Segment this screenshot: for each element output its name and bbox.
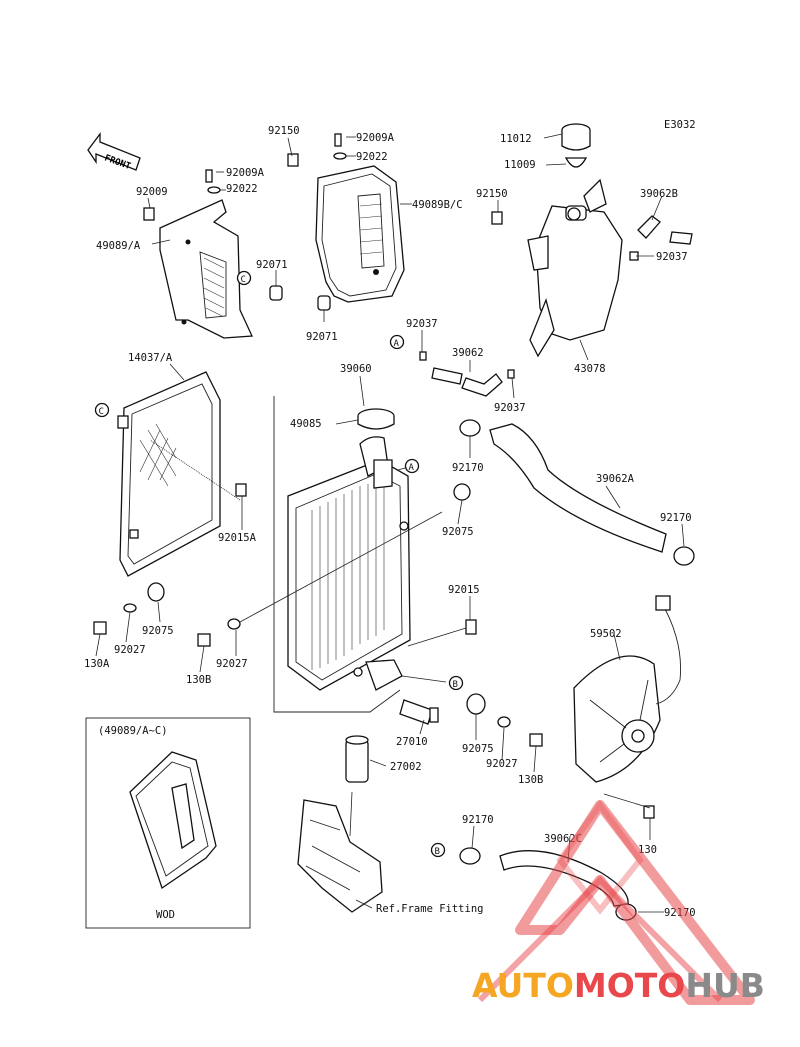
part-label: 92075 [462,743,494,755]
left-shroud [159,199,253,339]
callout-a-radiator: A [404,458,420,474]
svg-text:AUTOMOTOHUB: AUTOMOTOHUB [472,966,765,1005]
hose-39062b [629,215,693,261]
svg-text:C: C [241,275,246,285]
part-label: 11012 [500,133,532,145]
part-label: 92015 [448,584,480,596]
watermark-moto: MOTO [574,966,685,1005]
part-label: 39062 [452,347,484,359]
leader-lines [95,133,685,913]
part-label: 92027 [114,644,146,656]
inset-footer: WOD [156,909,175,921]
part-label: 27002 [390,761,422,773]
part-label: 130B [518,774,543,786]
hose-39062a [459,419,695,566]
part-label: 92071 [306,331,338,343]
part-label: 92037 [494,402,526,414]
part-label: 92037 [406,318,438,330]
inset-caption: (49089/A~C) [98,725,168,737]
reservoir-tank [527,178,623,358]
part-label: 130B [186,674,211,686]
part-label: 92022 [356,151,388,163]
part-label: 49089/A [96,240,141,252]
part-label: 92027 [486,758,518,770]
inset-box: (49089/A~C) WOD [85,717,251,929]
part-label: 92150 [476,188,508,200]
svg-text:C: C [99,407,104,417]
part-label: 92075 [142,625,174,637]
front-arrow-icon: FRONT [87,132,141,172]
part-label: 92037 [656,251,688,263]
part-label: 92009A [226,167,265,179]
part-label: 92170 [452,462,484,474]
diagram-code: E3032 [664,119,696,131]
part-label: 27010 [396,736,428,748]
radiator [273,396,411,713]
fan-relay [345,735,369,783]
watermark-hub: HUB [685,966,765,1005]
part-label: 49085 [290,418,322,430]
right-shroud [315,165,405,303]
part-label: 92170 [660,512,692,524]
svg-text:B: B [435,847,440,857]
part-label: 92009A [356,132,395,144]
part-label: 92071 [256,259,288,271]
small-bolts [143,133,503,311]
svg-text:A: A [409,463,415,473]
callout-b-hose: B [430,842,446,858]
svg-text:B: B [453,680,458,690]
cooling-fan [573,595,681,783]
frame-bracket [297,799,383,913]
part-label: 39060 [340,363,372,375]
part-label: 59502 [590,628,622,640]
callout-c-shroud: C [236,270,252,286]
thermo-switch [399,699,439,725]
part-label: 92022 [226,183,258,195]
part-label: 92027 [216,658,248,670]
part-label: 14037/A [128,352,173,364]
part-label: 92170 [462,814,494,826]
callout-a-top: A [389,334,405,350]
watermark-auto: AUTO [472,966,574,1005]
watermark-logo: AUTOMOTOHUB [472,799,765,1005]
part-label: 92009 [136,186,168,198]
radiator-guard [117,371,247,577]
callout-b-radiator: B [448,675,464,691]
part-label: 39062B [640,188,678,200]
part-label: 11009 [504,159,536,171]
part-label: 49089B/C [412,199,463,211]
part-label: 92015A [218,532,257,544]
radiator-cap [357,408,395,430]
hose-39062 [419,351,515,397]
reservoir-cap [561,123,591,168]
part-label: 130A [84,658,110,670]
callout-c-guard: C [94,402,110,418]
part-label: 43078 [574,363,606,375]
part-label: 92075 [442,526,474,538]
part-label: Ref.Frame Fitting [376,903,483,915]
part-label: 92150 [268,125,300,137]
part-label: 39062A [596,473,635,485]
svg-text:A: A [394,339,400,349]
